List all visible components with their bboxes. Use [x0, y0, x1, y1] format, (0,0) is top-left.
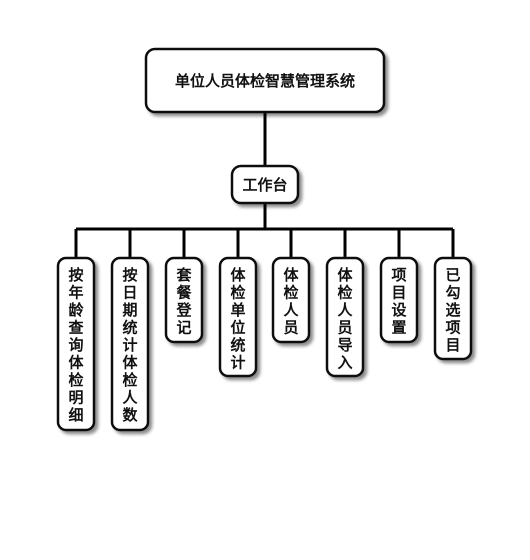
- module-box: [218, 256, 258, 378]
- module-label: 已勾选项目: [445, 266, 460, 354]
- module-label: 体检人员: [283, 266, 299, 337]
- module-node: 套餐登记: [164, 256, 204, 344]
- module-label: 体检单位统计: [230, 266, 246, 372]
- module-node: 体检人员导入: [325, 256, 365, 378]
- module-node: 已勾选项目: [433, 256, 473, 361]
- hub-label: 工作台: [242, 176, 287, 194]
- hub-box: [230, 164, 300, 205]
- module-node: 体检人员: [271, 256, 311, 344]
- module-box: [56, 256, 96, 432]
- module-node: 体检单位统计: [218, 256, 258, 378]
- module-box: [433, 256, 473, 361]
- module-box: [164, 256, 204, 344]
- module-node: 项目设置: [379, 256, 419, 344]
- module-label: 套餐登记: [175, 266, 192, 337]
- module-label: 项目设置: [391, 266, 406, 337]
- module-box: [271, 256, 311, 344]
- connectors: [74, 112, 455, 258]
- module-box: [110, 256, 150, 432]
- root-label: 单位人员体检智慧管理系统: [175, 72, 355, 90]
- module-box: [325, 256, 365, 378]
- module-label: 按年龄查询体检明细: [68, 266, 84, 424]
- module-node: 按年龄查询体检明细: [56, 256, 96, 432]
- module-box: [379, 256, 419, 344]
- module-nodes: 按年龄查询体检明细 按日期统计体检人数 套餐登记 体检单位统计 体检人员 体检人…: [56, 256, 473, 432]
- hub-node: 工作台: [230, 164, 300, 205]
- root-box: [144, 47, 386, 114]
- module-label: 按日期统计体检人数: [122, 266, 138, 424]
- module-label: 体检人员导入: [337, 266, 353, 372]
- module-node: 按日期统计体检人数: [110, 256, 150, 432]
- root-node: 单位人员体检智慧管理系统: [144, 47, 386, 114]
